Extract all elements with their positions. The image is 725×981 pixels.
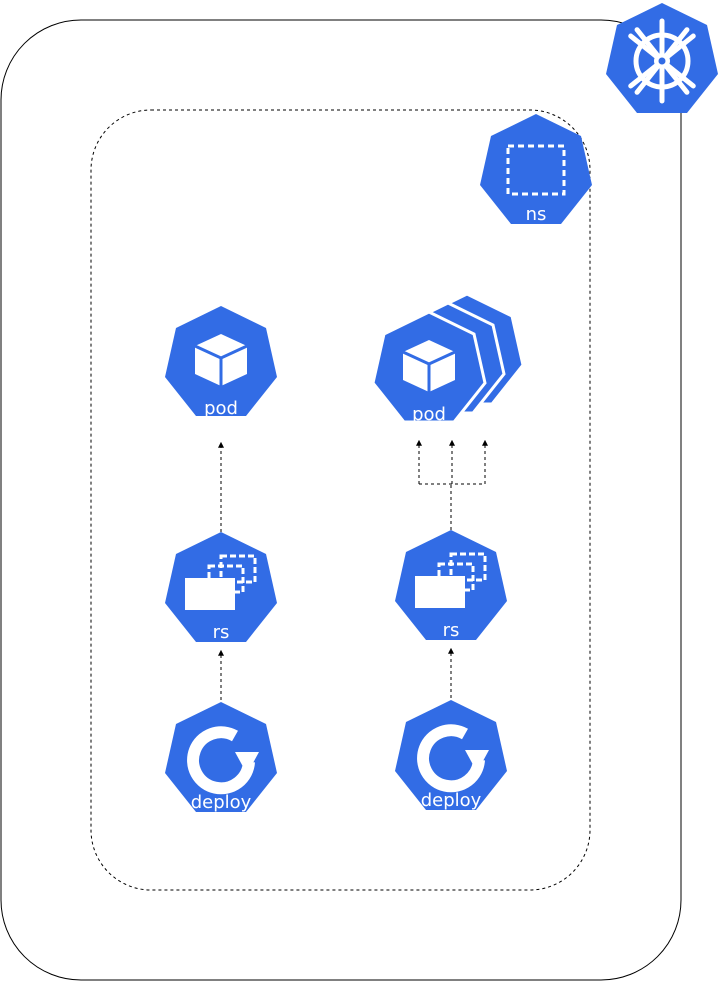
- cluster-boundary: [0, 19, 682, 981]
- pod-cube-icon: [194, 334, 248, 386]
- left-pod-icon: pod: [165, 306, 277, 419]
- left-replicaset-icon: rs: [165, 532, 277, 643]
- right-pod-label: pod: [412, 404, 446, 425]
- left-rs-label: rs: [213, 622, 230, 643]
- left-pod-label: pod: [204, 398, 238, 419]
- pod-cube-icon: [402, 340, 456, 392]
- right-deployment-icon: deploy: [395, 700, 507, 811]
- namespace-label: ns: [526, 204, 547, 225]
- left-deploy-label: deploy: [191, 792, 252, 813]
- namespace-icon: ns: [480, 114, 592, 225]
- right-replicaset-icon: rs: [395, 530, 507, 641]
- left-deployment-icon: deploy: [165, 702, 277, 813]
- right-pod-stack: pod: [371, 292, 525, 425]
- namespace-boundary: [90, 109, 591, 891]
- kubernetes-helm-icon: [606, 3, 718, 113]
- right-pod-icon: pod: [371, 310, 487, 425]
- right-rs-label: rs: [443, 620, 460, 641]
- right-rs-to-pods-fanout: [416, 439, 488, 530]
- right-deploy-label: deploy: [421, 790, 482, 811]
